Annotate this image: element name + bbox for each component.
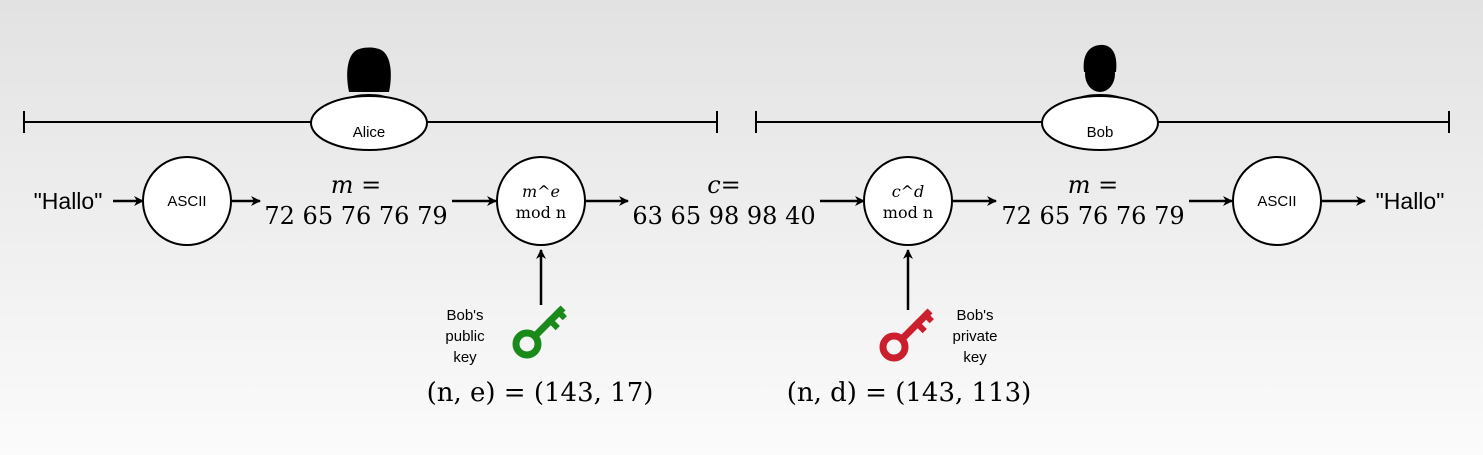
decrypt-formula-bottom: mod n: [883, 203, 933, 222]
bob-name: Bob: [1087, 124, 1114, 141]
alice-m-label: m =: [331, 171, 382, 199]
public-key-caption-1: Bob's: [446, 307, 483, 324]
bob-name-badge: Bob: [1041, 95, 1159, 151]
bob-m-value: 72 65 76 76 79: [1001, 202, 1184, 230]
private-key-caption-1: Bob's: [956, 307, 993, 324]
ascii-decode-node: ASCII: [1232, 156, 1322, 246]
output-text: "Hallo": [1376, 188, 1445, 214]
key-icon: [512, 305, 567, 359]
alice-name-badge: Alice: [310, 95, 428, 151]
encrypt-formula-bottom: mod n: [516, 203, 566, 222]
encrypt-node: m^e mod n: [496, 156, 586, 246]
ascii-decode-label: ASCII: [1257, 193, 1296, 210]
public-key-caption-2: public: [445, 328, 485, 345]
ascii-encode-label: ASCII: [167, 193, 206, 210]
private-key-caption-2: private: [952, 328, 997, 345]
cipher-value: 63 65 98 98 40: [632, 202, 815, 230]
cipher-label: c=: [707, 171, 741, 199]
private-key-value: (n, d) = (143, 113): [787, 378, 1032, 408]
encrypt-formula-top: m^e: [522, 182, 560, 201]
private-key-caption-3: key: [963, 349, 987, 366]
alice-name: Alice: [353, 124, 386, 141]
alice-m-value: 72 65 76 76 79: [264, 202, 447, 230]
decrypt-node: c^d mod n: [863, 156, 953, 246]
decrypt-formula-top: c^d: [892, 182, 925, 201]
input-text: "Hallo": [34, 188, 103, 214]
bob-m-label: m =: [1068, 171, 1119, 199]
public-key-value: (n, e) = (143, 17): [427, 378, 654, 408]
key-icon: [879, 308, 934, 362]
ascii-encode-node: ASCII: [142, 156, 232, 246]
public-key-caption-3: key: [453, 349, 477, 366]
